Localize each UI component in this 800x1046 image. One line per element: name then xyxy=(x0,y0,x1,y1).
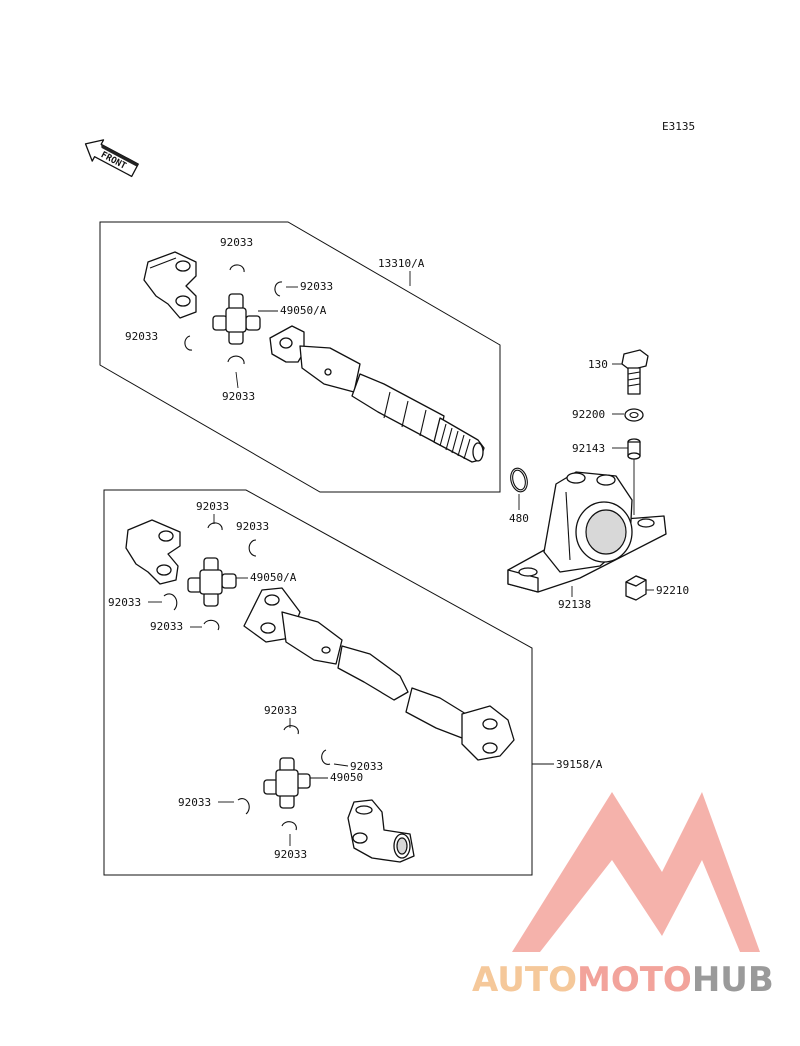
snap-ring-icon xyxy=(237,798,250,815)
callout-92033: 92033 xyxy=(196,500,229,513)
bolt-130 xyxy=(621,349,649,395)
washer-92200 xyxy=(624,408,644,422)
snap-ring-icon xyxy=(248,539,257,557)
upper-drive-shaft xyxy=(269,325,485,463)
callout-92210: 92210 xyxy=(656,584,689,597)
snap-ring-icon xyxy=(184,335,193,351)
callout-92138: 92138 xyxy=(558,598,591,611)
watermark-brand-moto: MOTO xyxy=(576,960,692,1000)
callout-92033: 92033 xyxy=(222,390,255,403)
snap-ring-icon xyxy=(283,725,299,735)
callout-92143: 92143 xyxy=(572,442,605,455)
callout-39158-a: 39158/A xyxy=(556,758,603,771)
callout-92033: 92033 xyxy=(150,620,183,633)
callout-92033: 92033 xyxy=(350,760,383,773)
callout-92033: 92033 xyxy=(264,704,297,717)
watermark-brand-hub: HUB xyxy=(691,960,774,1000)
watermark-brand-text: AUTOMOTOHUB xyxy=(472,960,774,1000)
snap-ring-icon xyxy=(207,522,223,531)
snap-ring-icon xyxy=(227,355,245,365)
lower-universal-joint-b xyxy=(263,757,311,809)
upper-yoke xyxy=(143,251,197,319)
callout-13310-a: 13310/A xyxy=(378,257,425,270)
callout-92200: 92200 xyxy=(572,408,605,421)
callout-480: 480 xyxy=(509,512,529,525)
callout-49050: 49050 xyxy=(330,771,363,784)
callout-92033: 92033 xyxy=(274,848,307,861)
callout-92033: 92033 xyxy=(220,236,253,249)
diagram-ref-code: E3135 xyxy=(662,120,695,133)
snap-ring-icon xyxy=(281,821,297,831)
front-arrow-icon: FRONT xyxy=(84,139,139,178)
nut-92210 xyxy=(625,575,647,601)
lower-yoke-splined xyxy=(347,799,415,863)
snap-ring-icon xyxy=(203,619,220,631)
upper-assembly-frame xyxy=(99,221,501,493)
watermark-logo-icon xyxy=(512,792,760,952)
callout-92033: 92033 xyxy=(108,596,141,609)
callout-49050-a: 49050/A xyxy=(250,571,297,584)
snap-ring-icon xyxy=(163,593,178,611)
snap-ring-icon xyxy=(229,264,245,273)
bearing-housing-92138 xyxy=(507,471,667,593)
callout-92033: 92033 xyxy=(236,520,269,533)
callout-92033: 92033 xyxy=(300,280,333,293)
circlip-480-icon xyxy=(510,467,528,493)
lower-drive-shaft xyxy=(243,587,515,761)
collar-92143 xyxy=(627,438,641,460)
callout-49050-a: 49050/A xyxy=(280,304,327,317)
upper-universal-joint xyxy=(212,293,261,345)
lower-universal-joint-a xyxy=(187,557,237,607)
lower-assembly-frame xyxy=(103,489,533,876)
watermark-brand-auto: AUTO xyxy=(472,960,577,1000)
snap-ring-icon xyxy=(274,281,283,297)
callout-92033: 92033 xyxy=(178,796,211,809)
lower-yoke-upper xyxy=(125,519,181,585)
callout-92033: 92033 xyxy=(125,330,158,343)
callout-130: 130 xyxy=(588,358,608,371)
snap-ring-icon xyxy=(321,749,331,765)
